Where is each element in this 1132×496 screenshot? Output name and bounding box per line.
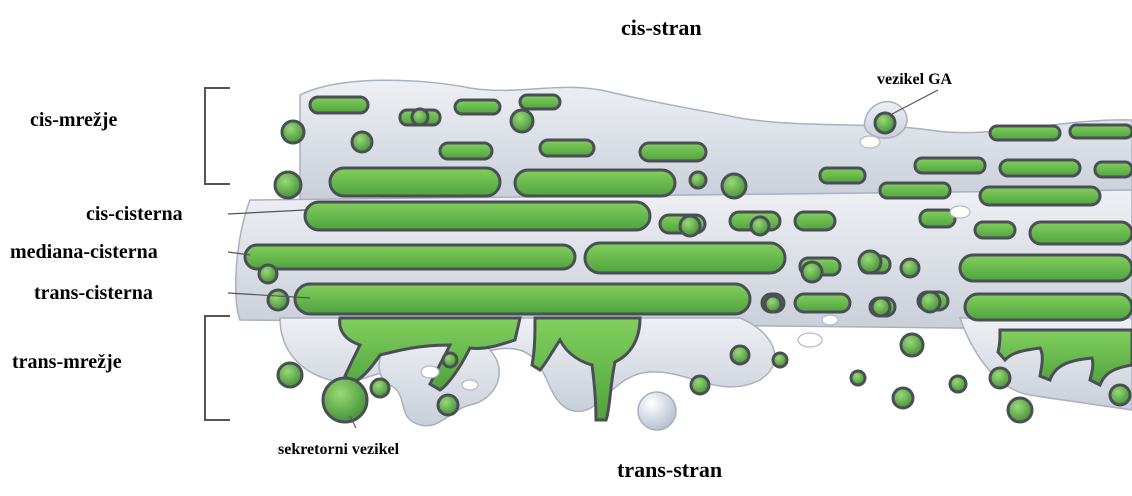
cis-cisterna-label: cis-cisterna — [86, 204, 183, 224]
medial-cisterna-label: mediana-cisterna — [10, 242, 158, 262]
cis-network-bracket — [205, 88, 230, 184]
uncoated-vesicle — [638, 392, 676, 430]
golgi-vesicle-label: vezikel GA — [877, 72, 952, 88]
secretory-vesicle-label: sekretorni vezikel — [278, 442, 399, 458]
trans-cisterna-label: trans-cisterna — [34, 283, 153, 303]
cis-network-label: cis-mrežje — [30, 110, 117, 130]
trans-network-bracket — [205, 316, 230, 420]
cis-side-label: cis-stran — [621, 17, 702, 39]
secretory-vesicle-shape — [323, 378, 367, 422]
golgi-vesicle-dot — [875, 113, 895, 133]
trans-side-label: trans-stran — [617, 459, 722, 481]
trans-network-label: trans-mrežje — [12, 352, 122, 372]
golgi-vesicle-leader — [892, 90, 938, 114]
brackets — [205, 88, 230, 420]
